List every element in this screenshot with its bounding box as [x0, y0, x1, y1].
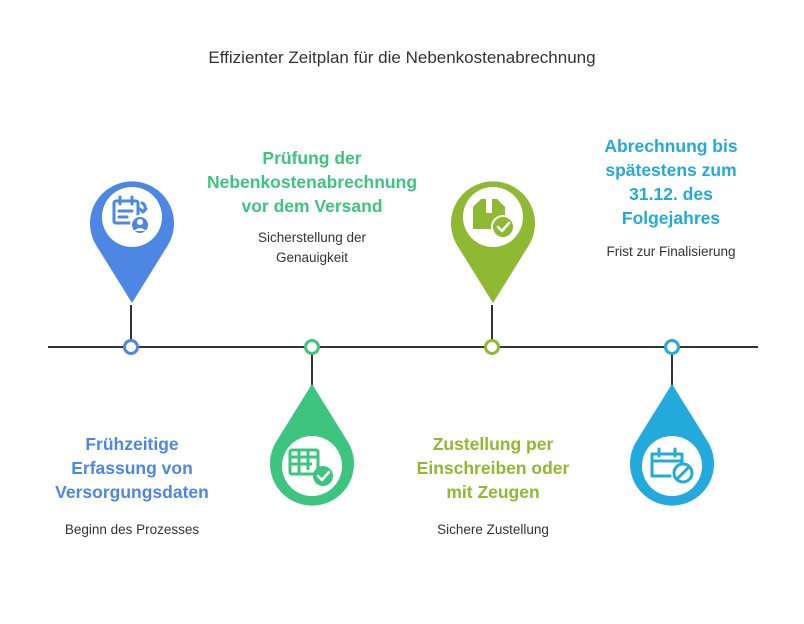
step-1-pin [82, 165, 182, 305]
step-3-connector [491, 305, 493, 341]
table-check-icon [288, 448, 320, 476]
step-2-heading-line: Nebenkostenabrechnung [206, 172, 418, 192]
timeline-line [48, 346, 758, 348]
step-1-label: Frühzeitige Erfassung von Versorgungsdat… [30, 432, 234, 540]
step-3-pin [443, 165, 543, 305]
step-4-pin [622, 382, 722, 522]
step-1-heading-line: Frühzeitige [85, 434, 179, 454]
step-1-connector [130, 305, 132, 341]
calendar-blocked-icon [650, 447, 694, 484]
step-2-connector [311, 355, 313, 391]
step-1-node [123, 339, 139, 355]
step-3-heading-line: Einschreiben oder [416, 458, 570, 478]
step-4-heading-line: 31.12. des [629, 184, 713, 204]
step-2-label: Prüfung der Nebenkostenabrechnung vor de… [192, 146, 432, 268]
step-3-description: Sichere Zustellung [437, 522, 549, 537]
step-4-heading-line: spätestens zum [605, 160, 737, 180]
step-2-node [304, 339, 320, 355]
diagram-title: Effizienter Zeitplan für die Nebenkosten… [208, 48, 596, 67]
step-3-node [484, 339, 500, 355]
step-2-description: Genauigkeit [275, 250, 349, 265]
step-3-heading-line: Zustellung per [432, 434, 554, 454]
step-1-heading-line: Erfassung von [71, 458, 193, 478]
step-2-pin [262, 382, 362, 522]
step-2-heading-line: vor dem Versand [241, 196, 383, 216]
step-4-description: Frist zur Finalisierung [606, 244, 736, 259]
step-4-heading-line: Folgejahres [621, 208, 721, 228]
step-4-label: Abrechnung bis spätestens zum 31.12. des… [566, 134, 776, 262]
step-3-label: Zustellung per Einschreiben oder mit Zeu… [388, 432, 598, 540]
step-2-description: Sicherstellung der [257, 230, 367, 245]
step-3-heading-line: mit Zeugen [446, 482, 540, 502]
step-2-heading-line: Prüfung der [262, 148, 362, 168]
step-4-node [664, 339, 680, 355]
step-1-description: Beginn des Prozesses [64, 522, 200, 537]
step-4-heading-line: Abrechnung bis [604, 136, 738, 156]
step-4-connector [671, 355, 673, 391]
step-1-heading-line: Versorgungsdaten [55, 482, 209, 502]
